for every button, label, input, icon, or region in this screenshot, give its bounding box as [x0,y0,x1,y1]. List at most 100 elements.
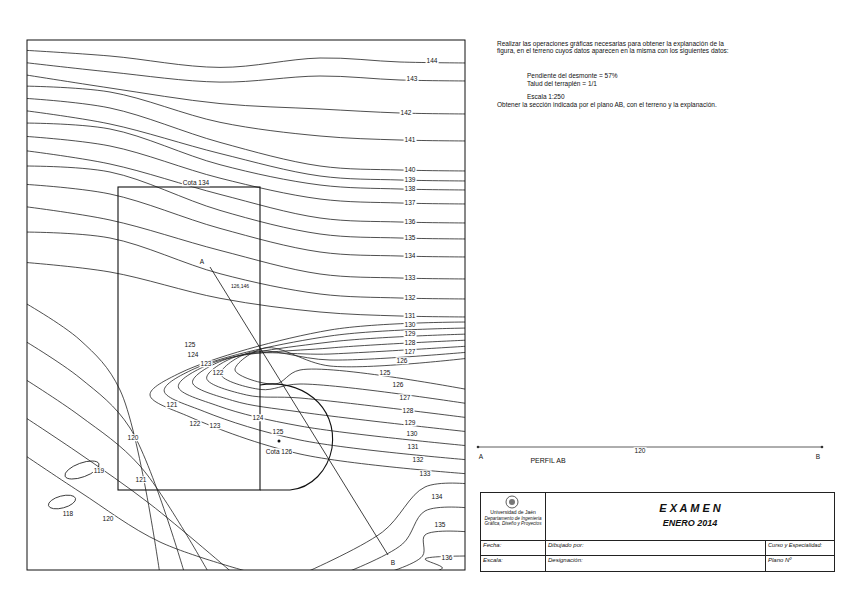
contour-elevation: 126 [396,357,409,364]
contour-line [27,136,465,204]
contour-loop [47,493,77,512]
contour-elevation: 129 [404,330,417,337]
instruction-text: Pendiente del desmonte = 57% [527,72,618,79]
profile-title: PERFIL AB [529,457,566,465]
contour-elevation: 126 [392,381,405,388]
section-point: B [390,559,396,566]
contour-line [27,232,465,299]
spot-height: Cota 126 [265,448,293,455]
logo-emblem-core [509,499,515,505]
contour-line [27,50,465,67]
contour-elevation: 125 [184,341,197,348]
field-label: Dibujado por: [548,542,763,549]
elevation-value: 126,146 [230,284,250,290]
instruction-text: Realizar las operaciones gráficas necesa… [497,40,742,55]
contour-elevation: 118 [62,510,74,517]
contour-elevation: 125 [272,428,285,435]
profile-baseline [478,447,822,448]
form-field: Designación: [545,555,766,572]
profile-label: 120 [634,447,647,454]
exam-title-cell: E X A M E N ENERO 2014 [545,492,835,541]
spot-height: Cota 134 [182,179,210,186]
contour-elevation: 130 [404,321,417,328]
contour-line [27,262,465,317]
contour-elevation: 135 [404,234,417,241]
field-label: Plano Nº [768,557,832,564]
form-field: Plano Nº [765,555,835,572]
department-name: Departamento de Ingeniería Gráfica, Dise… [483,516,543,527]
contour-elevation: 132 [412,456,425,463]
contour-elevation: 131 [404,312,417,319]
contour-line [178,334,465,446]
field-label: Curso y Especialidad: [768,542,832,548]
contour-elevation: 122 [189,420,202,427]
contour-line [27,414,235,570]
contour-elevation: 134 [404,252,417,259]
contour-elevation: 130 [406,430,419,437]
contour-elevation: 119 [93,467,105,474]
contour-elevation: 136 [404,218,417,225]
height-point [278,440,281,443]
contour-line [221,351,465,404]
form-field: Escala: [480,555,546,572]
contour-elevation: 127 [404,348,417,355]
contour-elevation: 124 [187,351,200,358]
contour-elevation: 140 [404,166,417,173]
profile-label: B [815,453,821,460]
contour-elevation: 137 [404,199,417,206]
contour-line [300,483,465,570]
contour-line [27,452,260,570]
contour-elevation: 131 [407,443,420,450]
form-field: Dibujado por: [545,540,766,556]
contour-elevation: 124 [252,414,265,421]
profile-end [477,446,480,449]
contour-elevation: 133 [404,274,417,281]
contour-elevation: 132 [404,294,417,301]
instruction-text: Obtener la sección indicada por el plano… [497,101,717,108]
contour-elevation: 121 [135,476,148,483]
section-line [210,267,388,555]
contour-line [27,206,465,279]
contour-line [27,123,465,190]
field-label: Designación: [548,557,763,564]
contour-elevation: 144 [426,57,439,64]
contour-elevation: 125 [379,369,392,376]
instruction-text: Talud del terraplén = 1/1 [527,80,597,87]
contours [27,50,465,570]
contour-line [27,300,160,570]
contour-elevation: 128 [402,407,415,414]
contour-elevation: 127 [399,394,412,401]
contour-line [27,62,465,82]
contour-line [164,328,465,460]
contour-elevation: 138 [404,185,417,192]
map-frame [27,40,465,570]
contour-elevation: 121 [166,401,179,408]
exam-date: ENERO 2014 [550,518,830,528]
contour-elevation: 129 [404,419,417,426]
contour-elevation: 141 [404,136,417,143]
contour-line [27,338,185,570]
contour-elevation: 135 [434,521,447,528]
contour-line [27,86,465,141]
contour-elevation: 123 [200,360,213,367]
field-label: Escala: [483,557,543,564]
form-field: Fecha: [480,540,546,556]
contour-elevation: 133 [419,470,432,477]
contour-line [207,346,465,418]
contour-line [27,166,465,239]
contour-line [340,507,465,570]
platform-round-end [260,384,333,490]
institution-name: Universidad de Jaén [483,510,543,516]
contour-line [27,184,465,257]
contour-line [27,74,465,114]
contour-elevation: 120 [127,434,140,441]
section-point: A [199,258,205,265]
contour-elevation: 139 [404,176,417,183]
exam-title: E X A M E N [550,502,830,515]
contour-elevation: 143 [406,75,419,82]
contour-elevation: 122 [212,369,225,376]
contour-line [27,110,465,181]
contour-line [150,322,465,474]
contour-elevation: 123 [209,422,222,429]
